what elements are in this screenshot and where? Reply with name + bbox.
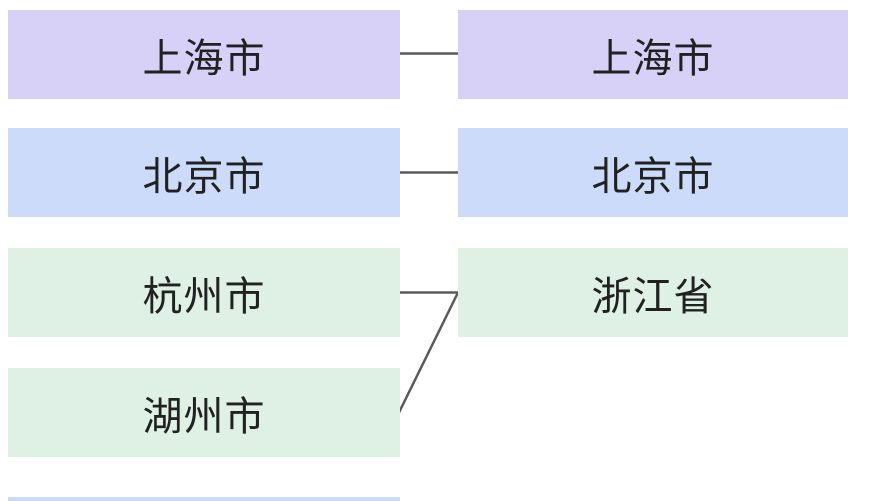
left-card-hangzhou[interactable]: 杭州市: [8, 248, 400, 337]
left-card-shanghai-label: 上海市: [142, 36, 266, 81]
right-card-beijing-label: 北京市: [591, 154, 715, 199]
right-card-zhejiang-label: 浙江省: [591, 274, 715, 319]
connector-line-huzhou-zhejiang: [397, 291, 460, 414]
right-card-beijing[interactable]: 北京市: [458, 128, 848, 217]
left-card-huzhou-label: 湖州市: [142, 394, 266, 439]
left-card-beijing[interactable]: 北京市: [8, 128, 400, 217]
left-card-huzhou[interactable]: 湖州市: [8, 368, 400, 457]
right-card-shanghai-label: 上海市: [591, 36, 715, 81]
right-card-shanghai[interactable]: 上海市: [458, 10, 848, 99]
left-card-beijing-label: 北京市: [142, 154, 266, 199]
next-card-peek[interactable]: [8, 497, 400, 501]
left-card-shanghai[interactable]: 上海市: [8, 10, 400, 99]
left-card-hangzhou-label: 杭州市: [142, 274, 266, 319]
right-card-zhejiang[interactable]: 浙江省: [458, 248, 848, 337]
